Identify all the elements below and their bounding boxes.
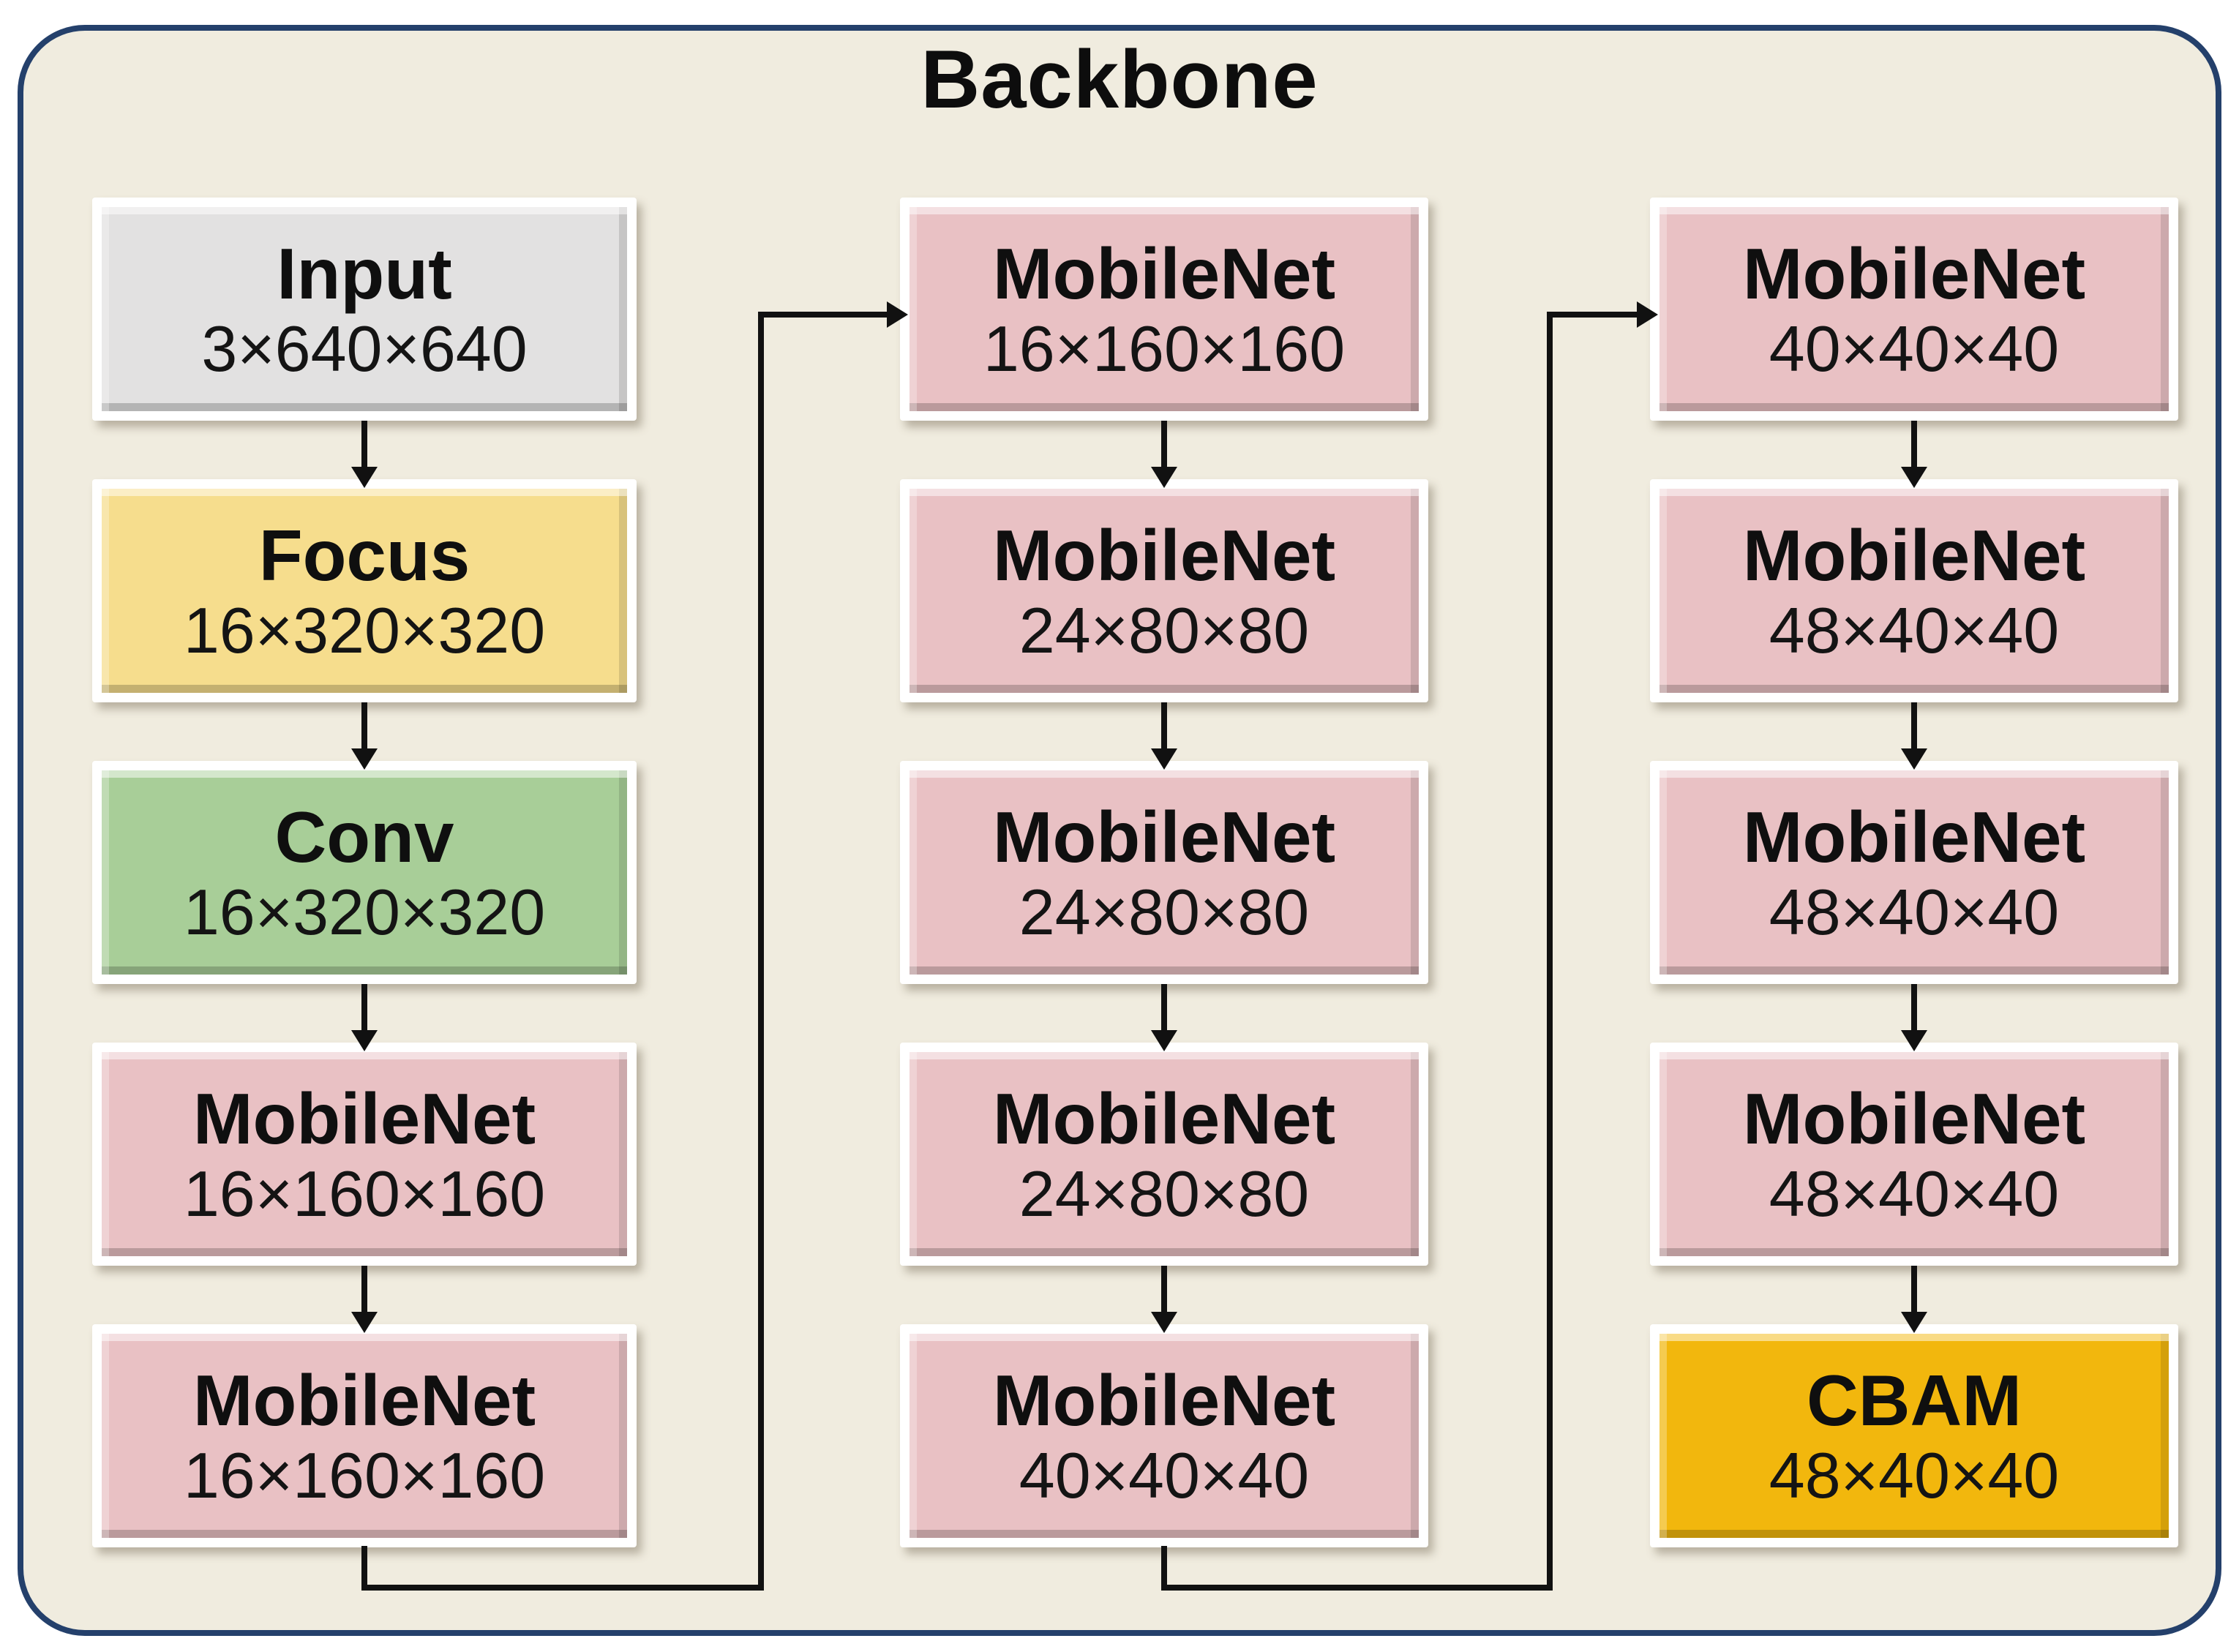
block-dims: 24×80×80 (1019, 593, 1310, 667)
block-mobilenet-11: MobileNet 48×40×40 (1650, 1043, 2178, 1266)
block-label: Input (277, 233, 452, 314)
block-mobilenet-7: MobileNet 40×40×40 (900, 1324, 1428, 1547)
block-label: MobileNet (992, 1078, 1336, 1159)
block-mobilenet-face: MobileNet 40×40×40 (1659, 207, 2169, 411)
block-conv: Conv 16×320×320 (92, 761, 637, 984)
block-dims: 48×40×40 (1769, 1438, 2060, 1512)
block-dims: 40×40×40 (1019, 1438, 1310, 1512)
block-label: MobileNet (1742, 1078, 2086, 1159)
block-mobilenet-face: MobileNet 48×40×40 (1659, 770, 2169, 975)
block-dims: 16×160×160 (983, 312, 1346, 385)
block-dims: 16×160×160 (183, 1157, 546, 1230)
block-dims: 48×40×40 (1769, 875, 2060, 948)
block-mobilenet-face: MobileNet 40×40×40 (910, 1334, 1419, 1538)
block-label: MobileNet (992, 233, 1336, 314)
block-focus: Focus 16×320×320 (92, 479, 637, 702)
block-mobilenet-10: MobileNet 48×40×40 (1650, 761, 2178, 984)
block-mobilenet-face: MobileNet 24×80×80 (910, 770, 1419, 975)
block-input-face: Input 3×640×640 (102, 207, 627, 411)
block-dims: 16×320×320 (183, 875, 546, 948)
block-dims: 24×80×80 (1019, 875, 1310, 948)
block-mobilenet-face: MobileNet 48×40×40 (1659, 489, 2169, 693)
block-mobilenet-face: MobileNet 48×40×40 (1659, 1052, 2169, 1256)
block-dims: 40×40×40 (1769, 312, 2060, 385)
block-cbam-face: CBAM 48×40×40 (1659, 1334, 2169, 1538)
block-mobilenet-2: MobileNet 16×160×160 (92, 1324, 637, 1547)
block-label: MobileNet (192, 1359, 536, 1441)
block-dims: 16×320×320 (183, 593, 546, 667)
block-mobilenet-9: MobileNet 48×40×40 (1650, 479, 2178, 702)
block-mobilenet-4: MobileNet 24×80×80 (900, 479, 1428, 702)
block-dims: 16×160×160 (183, 1438, 546, 1512)
block-label: MobileNet (192, 1078, 536, 1159)
block-cbam: CBAM 48×40×40 (1650, 1324, 2178, 1547)
block-label: MobileNet (1742, 514, 2086, 596)
block-dims: 48×40×40 (1769, 1157, 2060, 1230)
block-label: Conv (274, 796, 454, 877)
block-mobilenet-face: MobileNet 16×160×160 (102, 1052, 627, 1256)
block-mobilenet-3: MobileNet 16×160×160 (900, 198, 1428, 421)
block-input: Input 3×640×640 (92, 198, 637, 421)
block-label: Focus (258, 514, 470, 596)
block-mobilenet-face: MobileNet 24×80×80 (910, 1052, 1419, 1256)
block-mobilenet-5: MobileNet 24×80×80 (900, 761, 1428, 984)
block-mobilenet-8: MobileNet 40×40×40 (1650, 198, 2178, 421)
block-focus-face: Focus 16×320×320 (102, 489, 627, 693)
block-label: MobileNet (992, 514, 1336, 596)
block-label: MobileNet (992, 1359, 1336, 1441)
block-label: MobileNet (1742, 796, 2086, 877)
block-mobilenet-6: MobileNet 24×80×80 (900, 1043, 1428, 1266)
block-mobilenet-face: MobileNet 16×160×160 (910, 207, 1419, 411)
block-dims: 24×80×80 (1019, 1157, 1310, 1230)
block-label: CBAM (1807, 1359, 2022, 1441)
block-label: MobileNet (1742, 233, 2086, 314)
block-conv-face: Conv 16×320×320 (102, 770, 627, 975)
diagram-title: Backbone (920, 34, 1319, 125)
block-dims: 48×40×40 (1769, 593, 2060, 667)
block-label: MobileNet (992, 796, 1336, 877)
block-dims: 3×640×640 (201, 312, 528, 385)
block-mobilenet-1: MobileNet 16×160×160 (92, 1043, 637, 1266)
block-mobilenet-face: MobileNet 16×160×160 (102, 1334, 627, 1538)
block-mobilenet-face: MobileNet 24×80×80 (910, 489, 1419, 693)
